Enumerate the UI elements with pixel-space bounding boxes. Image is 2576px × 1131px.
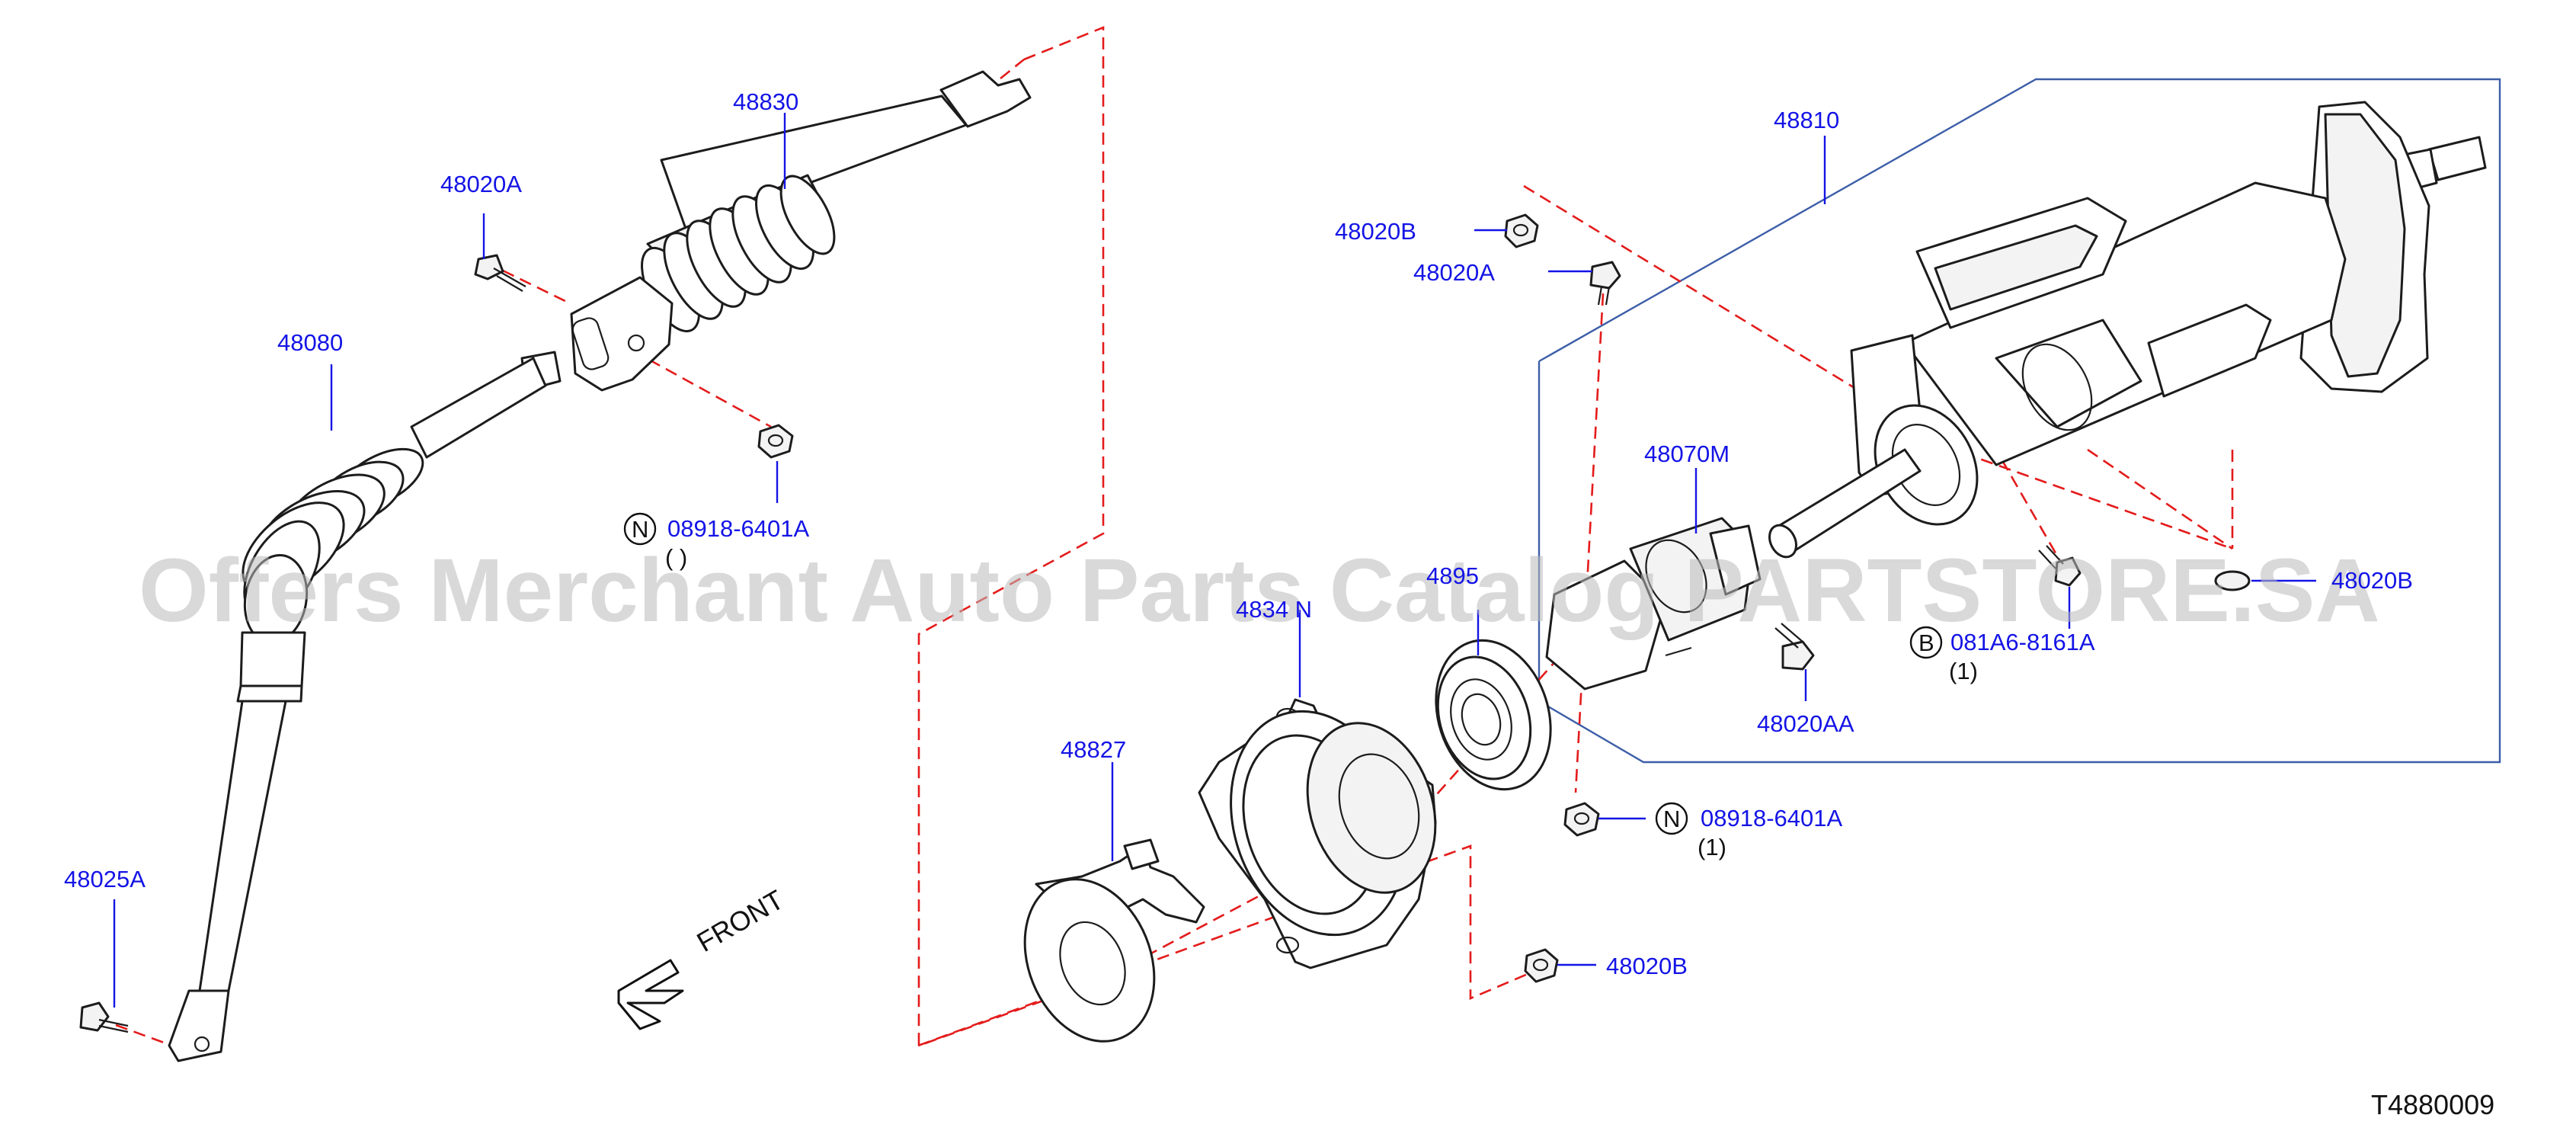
watermark: Offers Merchant Auto Parts Catalog PARTS…: [139, 540, 2380, 641]
leader-lines: [113, 113, 2316, 1008]
callout-48827: 48827: [1061, 736, 1126, 763]
bracket-48827: [1023, 838, 1205, 1043]
drawing-code: T4880009: [2371, 1089, 2494, 1120]
callout-48020A-top: 48020A: [440, 171, 522, 197]
callout-48080: 48080: [277, 329, 343, 356]
n-symbol-right-text: N: [1663, 806, 1680, 832]
callout-48020B-right: 48020B: [2331, 567, 2413, 594]
callout-48020B-bottom: 48020B: [1606, 953, 1688, 979]
nut-48020B-right: [2214, 570, 2251, 591]
bearing-4895x: [1435, 639, 1552, 791]
bolt-48020A-mid: [1589, 261, 1621, 306]
b-symbol-text: B: [1918, 630, 1934, 656]
nut-48020B-top: [1504, 213, 1539, 248]
callout-48070M: 48070M: [1644, 441, 1730, 467]
nut-08918-6401A-right: [1563, 802, 1600, 837]
nut-48020B-bottom: [1524, 948, 1559, 983]
bolt-081A6-8161A: [2038, 545, 2082, 587]
qty-08918-6401A-left: ( ): [665, 544, 687, 571]
n-symbol-right: [1655, 802, 1688, 835]
n-symbol-left: [623, 512, 657, 546]
callout-48830: 48830: [733, 88, 798, 115]
nut-08918-6401A-left: [757, 424, 794, 459]
callout-4834xN: 4834 N: [1236, 596, 1312, 623]
callout-48810: 48810: [1774, 107, 1839, 133]
callout-48025A: 48025A: [64, 866, 146, 892]
callout-08918-6401A-right: 08918-6401A: [1701, 805, 1842, 831]
callout-4895x: 4895: [1426, 562, 1479, 589]
n-symbol-left-text: N: [632, 516, 648, 543]
universal-joint-48070M: [1545, 517, 1762, 690]
qty-08918-6401A-right: (1): [1698, 834, 1726, 860]
callout-48020A-mid: 48020A: [1413, 259, 1495, 286]
qty-081A6-8161A: (1): [1949, 658, 1978, 684]
bolt-48020AA: [1774, 623, 1815, 671]
front-direction-indicator: FRONT: [617, 883, 789, 1030]
callout-48020AA: 48020AA: [1757, 710, 1854, 737]
column-hole-cover-4834xN: [1198, 698, 1437, 969]
front-label: FRONT: [692, 883, 789, 958]
bolt-48020A-top: [474, 254, 526, 292]
lower-intermediate-shaft-48080: [168, 351, 562, 1062]
callout-081A6-8161A: 081A6-8161A: [1950, 629, 2095, 655]
b-symbol: [1909, 626, 1943, 659]
bolt-48025A: [79, 1001, 129, 1033]
callout-48020B-top: 48020B: [1335, 218, 1416, 245]
steering-column-assembly-48810: [1768, 101, 2487, 559]
upper-intermediate-shaft-48830: [570, 70, 1032, 392]
callout-08918-6401A-left: 08918-6401A: [667, 515, 809, 542]
front-arrow-icon: [617, 959, 684, 1030]
